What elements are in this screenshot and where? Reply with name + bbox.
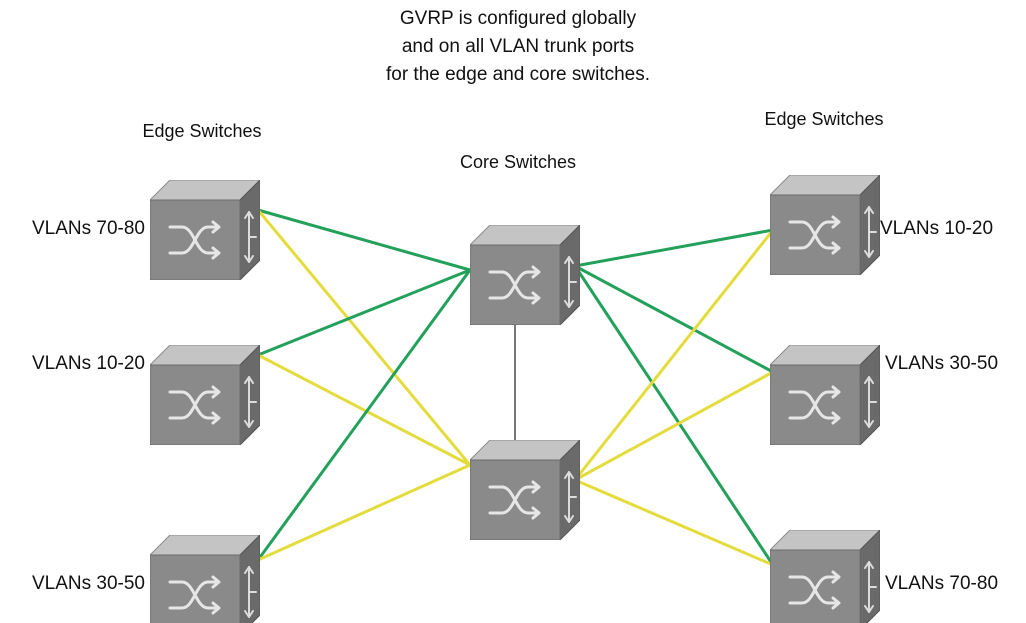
caption-line-2: and on all VLAN trunk ports <box>402 36 634 57</box>
switch-edge-right-3: VLANs 70-80 <box>770 530 998 623</box>
switch-icon <box>150 535 260 623</box>
right-edge-switches-label: Edge Switches <box>764 109 883 129</box>
core-switches-label: Core Switches <box>460 152 576 172</box>
switch-icon <box>150 180 260 280</box>
link-edge-left-2-to-core-1 <box>257 268 471 357</box>
vlan-label-edge-right-3: VLANs 70-80 <box>885 573 998 594</box>
link-core-2-to-edge-right-2 <box>574 370 774 482</box>
link-edge-left-2-to-core-2 <box>257 353 471 467</box>
left-edge-switches-label: Edge Switches <box>142 121 261 141</box>
link-core-1-to-edge-right-3 <box>573 265 775 566</box>
switch-icon <box>150 345 260 445</box>
links-layer <box>256 208 775 567</box>
switch-edge-right-1: VLANs 10-20 <box>770 175 993 275</box>
switch-edge-right-2: VLANs 30-50 <box>770 345 998 445</box>
caption-line-1: GVRP is configured globally <box>400 8 637 29</box>
vlan-label-edge-right-2: VLANs 30-50 <box>885 353 998 374</box>
link-edge-left-3-to-core-2 <box>257 463 471 562</box>
switch-edge-left-3: VLANs 30-50 <box>32 535 260 623</box>
switch-edge-left-2: VLANs 10-20 <box>32 345 260 445</box>
switch-edge-left-1: VLANs 70-80 <box>32 180 260 280</box>
switch-core-2 <box>470 440 580 540</box>
link-core-1-to-edge-right-2 <box>574 264 774 374</box>
link-edge-left-3-to-core-1 <box>256 269 472 561</box>
link-core-2-to-edge-right-1 <box>573 229 775 481</box>
switch-icon <box>770 530 880 623</box>
vlan-label-edge-left-3: VLANs 30-50 <box>32 573 145 594</box>
vlan-label-edge-left-1: VLANs 70-80 <box>32 218 145 239</box>
caption-line-3: for the edge and core switches. <box>386 64 650 85</box>
link-core-1-to-edge-right-1 <box>574 228 774 268</box>
vlan-label-edge-right-1: VLANs 10-20 <box>880 218 993 239</box>
switch-core-1 <box>470 225 580 325</box>
switch-icon <box>770 345 880 445</box>
link-edge-left-1-to-core-2 <box>256 209 472 466</box>
switch-icon <box>470 225 580 325</box>
vlan-label-edge-left-2: VLANs 10-20 <box>32 353 145 374</box>
switch-icon <box>770 175 880 275</box>
switch-icon <box>470 440 580 540</box>
link-core-2-to-edge-right-3 <box>574 478 774 567</box>
link-edge-left-1-to-core-1 <box>257 208 471 272</box>
